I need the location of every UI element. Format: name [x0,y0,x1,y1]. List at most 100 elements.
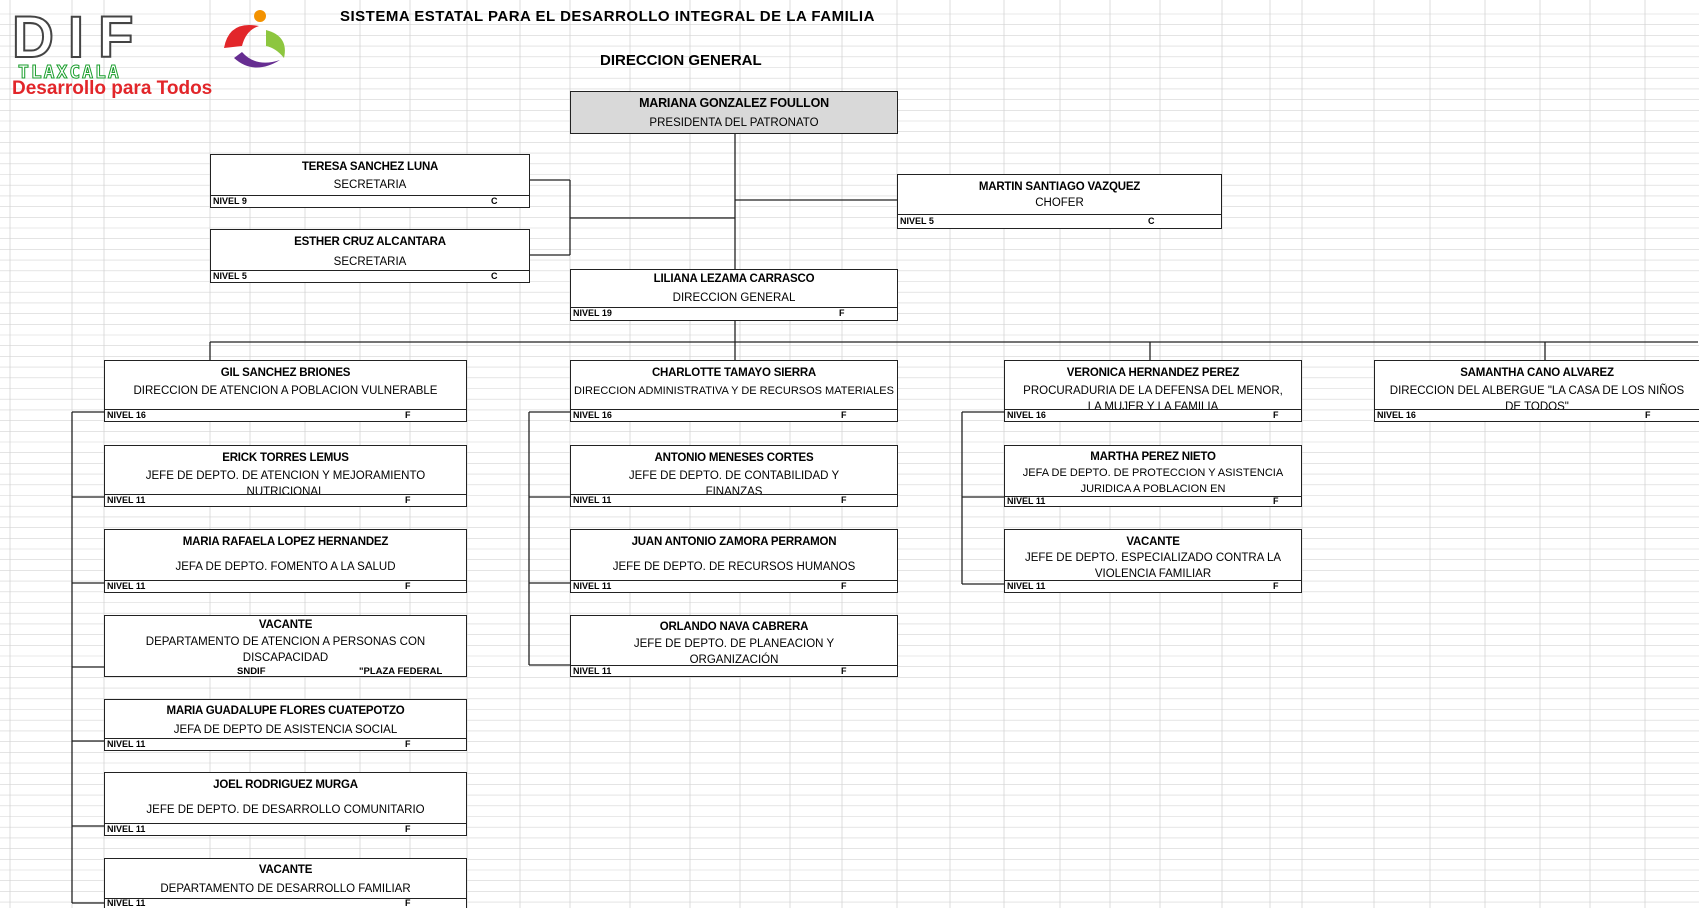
box-col1-dept-2: MARIA RAFAELA LOPEZ HERNANDEZ JEFA DE DE… [104,529,467,593]
box-col1-head: GIL SANCHEZ BRIONES DIRECCION DE ATENCIO… [104,360,467,422]
box-col1-dept-6: VACANTE DEPARTAMENTO DE DESARROLLO FAMIL… [104,858,467,908]
box-name: MARTIN SANTIAGO VAZQUEZ [978,181,1141,193]
box-type: F [841,581,847,591]
box-position: DEPARTAMENTO DE DESARROLLO FAMILIAR [160,883,411,895]
box-position: PROCURADURIA DE LA DEFENSA DEL MENOR, LA… [1023,385,1283,413]
box-type: F [1273,581,1279,591]
box-type: F [841,495,847,505]
box-col4-head: SAMANTHA CANO ALVAREZ DIRECCION DEL ALBE… [1374,360,1699,422]
box-name: GIL SANCHEZ BRIONES [220,367,351,379]
box-type: F [841,410,847,420]
box-name: ERICK TORRES LEMUS [222,452,349,464]
box-col2-dept-3: ORLANDO NAVA CABRERA JEFE DE DEPTO. DE P… [570,615,898,677]
box-level: NIVEL 11 [107,581,146,591]
box-position: DIRECCION GENERAL [672,292,796,304]
box-type: F [405,495,411,505]
box-type: F [405,410,411,420]
box-col3-dept-1: MARTHA PEREZ NIETO JEFA DE DEPTO. DE PRO… [1004,445,1302,507]
box-name: MARTHA PEREZ NIETO [1090,451,1216,463]
box-secretaria-2: ESTHER CRUZ ALCANTARA SECRETARIA NIVEL 5… [210,229,530,283]
box-position: DEPARTAMENTO DE ATENCION A PERSONAS CON … [145,636,426,664]
box-position: JEFE DE DEPTO. DE ATENCION Y MEJORAMIENT… [145,470,426,498]
box-level: NIVEL 11 [107,824,146,834]
box-name: ESTHER CRUZ ALCANTARA [294,236,446,248]
logo-state: TLAXCALA [18,62,121,84]
box-col1-dept-4: MARIA GUADALUPE FLORES CUATEPOTZO JEFA D… [104,699,467,751]
box-position: JEFA DE DEPTO. DE PROTECCION Y ASISTENCI… [1022,467,1284,495]
box-level: NIVEL 11 [573,666,612,676]
box-position: JEFE DE DEPTO. DE RECURSOS HUMANOS [612,561,856,573]
box-type: F [405,739,411,749]
box-level: NIVEL 19 [573,308,612,318]
box-level: NIVEL 5 [900,216,934,226]
box-type: C [1148,216,1155,226]
box-level: NIVEL 11 [573,495,612,505]
box-level: NIVEL 11 [107,739,146,749]
box-position: JEFE DE DEPTO. DE DESARROLLO COMUNITARIO [146,804,425,816]
box-level: NIVEL 11 [1007,581,1046,591]
box-col1-dept-3: VACANTE DEPARTAMENTO DE ATENCION A PERSO… [104,615,467,677]
box-note-plaza: "PLAZA FEDERAL [359,666,443,677]
box-position: JEFA DE DEPTO. FOMENTO A LA SALUD [175,561,396,573]
box-col2-head: CHARLOTTE TAMAYO SIERRA DIRECCION ADMINI… [570,360,898,422]
box-type: F [839,308,845,318]
box-name: TERESA SANCHEZ LUNA [301,161,439,173]
box-level: NIVEL 11 [1007,496,1046,506]
box-level: NIVEL 16 [107,410,146,420]
box-position: JEFA DE DEPTO DE ASISTENCIA SOCIAL [173,724,398,736]
box-position: DIRECCION DEL ALBERGUE "LA CASA DE LOS N… [1389,385,1685,413]
box-name: JOEL RODRIGUEZ MURGA [213,779,358,791]
logo-dif-letters: DIF [11,4,148,71]
box-level: NIVEL 11 [107,898,146,908]
box-type: F [1273,496,1279,506]
box-position: CHOFER [1035,197,1084,209]
box-presidenta: MARIANA GONZALEZ FOULLON PRESIDENTA DEL … [570,91,898,134]
page-title: SISTEMA ESTATAL PARA EL DESARROLLO INTEG… [340,8,875,25]
box-chofer: MARTIN SANTIAGO VAZQUEZ CHOFER NIVEL 5 C [897,174,1222,229]
box-name: MARIA GUADALUPE FLORES CUATEPOTZO [166,705,405,717]
family-swirl-icon [224,10,285,68]
box-col3-head: VERONICA HERNANDEZ PEREZ PROCURADURIA DE… [1004,360,1302,422]
box-level: NIVEL 11 [573,581,612,591]
box-position: JEFE DE DEPTO. DE CONTABILIDAD Y FINANZA… [628,470,840,498]
box-type: C [491,271,498,281]
box-col1-dept-5: JOEL RODRIGUEZ MURGA JEFE DE DEPTO. DE D… [104,772,467,836]
box-type: F [405,581,411,591]
box-position: SECRETARIA [333,256,407,268]
box-col2-dept-2: JUAN ANTONIO ZAMORA PERRAMON JEFE DE DEP… [570,529,898,593]
box-secretaria-1: TERESA SANCHEZ LUNA SECRETARIA NIVEL 9 C [210,154,530,208]
box-col1-dept-1: ERICK TORRES LEMUS JEFE DE DEPTO. DE ATE… [104,445,467,507]
logo-slogan: Desarrollo para Todos [12,78,213,99]
box-note-sndif: SNDIF [237,666,266,677]
page-subtitle: DIRECCION GENERAL [600,52,762,69]
box-position: JEFE DE DEPTO. ESPECIALIZADO CONTRA LA V… [1024,552,1282,580]
box-level: NIVEL 5 [213,271,247,281]
box-position: JEFE DE DEPTO. DE PLANEACION Y ORGANIZAC… [633,638,835,666]
box-type: C [491,196,498,206]
box-name: MARIA RAFAELA LOPEZ HERNANDEZ [182,536,389,548]
box-name: VERONICA HERNANDEZ PEREZ [1066,367,1240,379]
box-position: DIRECCION ADMINISTRATIVA Y DE RECURSOS M… [574,385,894,397]
box-name: SAMANTHA CANO ALVAREZ [1460,367,1614,379]
box-col2-dept-1: ANTONIO MENESES CORTES JEFE DE DEPTO. DE… [570,445,898,507]
box-name: JUAN ANTONIO ZAMORA PERRAMON [631,536,837,548]
box-col3-dept-2: VACANTE JEFE DE DEPTO. ESPECIALIZADO CON… [1004,529,1302,593]
box-level: NIVEL 11 [107,495,146,505]
box-position: PRESIDENTA DEL PATRONATO [649,117,819,129]
box-level: NIVEL 16 [573,410,612,420]
box-level: NIVEL 9 [213,196,247,206]
box-direccion-general: LILIANA LEZAMA CARRASCO DIRECCION GENERA… [570,269,898,321]
box-level: NIVEL 16 [1377,410,1416,420]
box-type: F [405,898,411,908]
box-name: ANTONIO MENESES CORTES [654,452,814,464]
box-name: LILIANA LEZAMA CARRASCO [653,273,815,285]
box-name: VACANTE [258,619,313,631]
box-type: F [1273,410,1279,420]
box-name: CHARLOTTE TAMAYO SIERRA [651,367,817,379]
box-name: VACANTE [1126,536,1180,548]
box-type: F [841,666,847,676]
box-type: F [1645,410,1651,420]
dif-logo: DIF TLAXCALA Desarrollo para Todos [8,4,308,99]
box-name: MARIANA GONZALEZ FOULLON [639,96,829,110]
